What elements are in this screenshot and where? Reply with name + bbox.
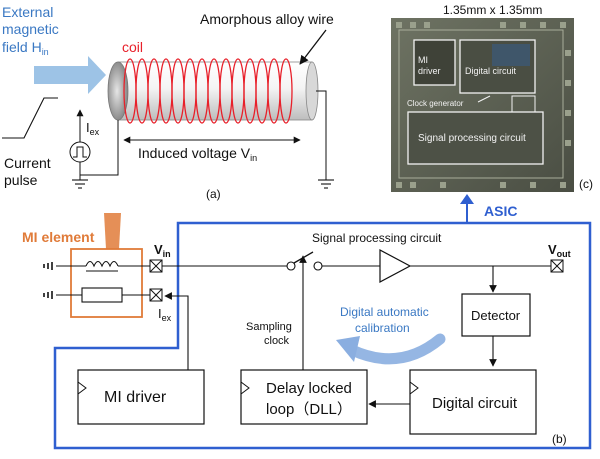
mi-driver-clock-mark bbox=[77, 381, 87, 395]
switch-contact-right bbox=[313, 261, 323, 271]
induced-voltage-label: Induced voltage Vin bbox=[138, 145, 257, 163]
vout-pad bbox=[550, 259, 564, 273]
left-lead-wire bbox=[80, 120, 119, 176]
right-lead-wire bbox=[316, 90, 327, 180]
resistor-symbol bbox=[81, 287, 123, 303]
pulse-source-icon bbox=[69, 141, 91, 163]
digital-circuit-block bbox=[409, 369, 537, 435]
vin-label: Vin bbox=[154, 242, 171, 259]
sampling-clock-label-line2: clock bbox=[264, 335, 290, 347]
ground-icon-left bbox=[72, 179, 88, 189]
calibration-label-line2: calibration bbox=[355, 321, 410, 335]
dll-block bbox=[240, 369, 368, 425]
mi-element-label: MI element bbox=[22, 229, 95, 245]
amplifier-symbol bbox=[379, 249, 412, 283]
dll-label-line2: loop（DLL） bbox=[266, 401, 352, 418]
switch-contact-left bbox=[286, 261, 296, 271]
digital-circuit-label: Digital circuit bbox=[432, 395, 518, 412]
current-pulse-label-line2: pulse bbox=[4, 172, 38, 188]
asic-label: ASIC bbox=[484, 203, 517, 219]
chip-mi-driver-label-line1: MI bbox=[418, 55, 428, 65]
external-field-label-line1: External bbox=[2, 4, 53, 20]
chip-signal-block bbox=[407, 111, 544, 165]
asic-zoom-arrowhead bbox=[460, 194, 474, 204]
coil bbox=[123, 58, 293, 124]
chip-inner-ring bbox=[398, 29, 564, 179]
calibration-arrowhead bbox=[336, 336, 360, 362]
inductor-symbol bbox=[85, 260, 119, 268]
asic-outline bbox=[53, 221, 592, 450]
panel-a-tag: (a) bbox=[206, 187, 221, 201]
iex-label: Iex bbox=[86, 120, 100, 137]
chip-mi-driver-block bbox=[413, 39, 456, 86]
dll-clock-mark bbox=[240, 381, 250, 395]
chip-dimension-label: 1.35mm x 1.35mm bbox=[443, 3, 542, 17]
chip-pads bbox=[396, 22, 571, 188]
mi-driver-label: MI driver bbox=[104, 389, 167, 406]
external-field-arrow bbox=[34, 56, 106, 94]
panel-c: 1.35mm x 1.35mm MI driver Digital circui… bbox=[391, 3, 593, 192]
vout-label: Vout bbox=[548, 242, 571, 259]
detector-label: Detector bbox=[471, 308, 521, 323]
coil-label: coil bbox=[122, 39, 143, 55]
chip-digital-label: Digital circuit bbox=[465, 66, 517, 76]
panel-b: ASIC MI element bbox=[22, 194, 592, 450]
current-pulse-label-line1: Current bbox=[4, 155, 51, 171]
digital-clock-mark bbox=[409, 381, 419, 395]
panel-a: External magnetic field Hin coil Amorpho… bbox=[2, 4, 334, 201]
chip-clock-label: Clock generator bbox=[407, 99, 464, 108]
driver-to-iex bbox=[164, 292, 189, 370]
current-pulse-waveform bbox=[2, 97, 58, 139]
calibration-arrow bbox=[346, 333, 446, 365]
mi-element-box bbox=[70, 248, 143, 318]
dll-label-line1: Delay locked bbox=[266, 380, 352, 397]
panel-b-tag: (b) bbox=[552, 432, 567, 446]
mi-driver-block bbox=[77, 369, 205, 425]
sampling-clock-label-line1: Sampling bbox=[246, 321, 292, 333]
vin-pad bbox=[149, 259, 163, 273]
chip-mi-driver-label-line2: driver bbox=[418, 66, 441, 76]
iex-label-b: Iex bbox=[158, 306, 172, 323]
wire-label-pointer bbox=[299, 29, 327, 65]
panel-c-tag: (c) bbox=[579, 177, 593, 191]
iex-pad bbox=[149, 288, 163, 302]
chip-signal-label: Signal processing circuit bbox=[418, 133, 526, 144]
detector-block bbox=[461, 293, 531, 337]
mi-element-callout bbox=[104, 213, 121, 249]
ground-icon-right bbox=[318, 179, 334, 189]
chip-digital-logic-fill bbox=[492, 44, 530, 66]
pulse-symbol bbox=[73, 146, 87, 158]
clock-pointer bbox=[477, 95, 491, 103]
external-field-label-line3: field Hin bbox=[2, 39, 49, 57]
external-field-label-line2: magnetic bbox=[2, 21, 59, 37]
amorphous-wire-label: Amorphous alloy wire bbox=[200, 11, 334, 27]
signal-processing-label: Signal processing circuit bbox=[312, 231, 442, 245]
calibration-label-line1: Digital automatic bbox=[340, 305, 429, 319]
